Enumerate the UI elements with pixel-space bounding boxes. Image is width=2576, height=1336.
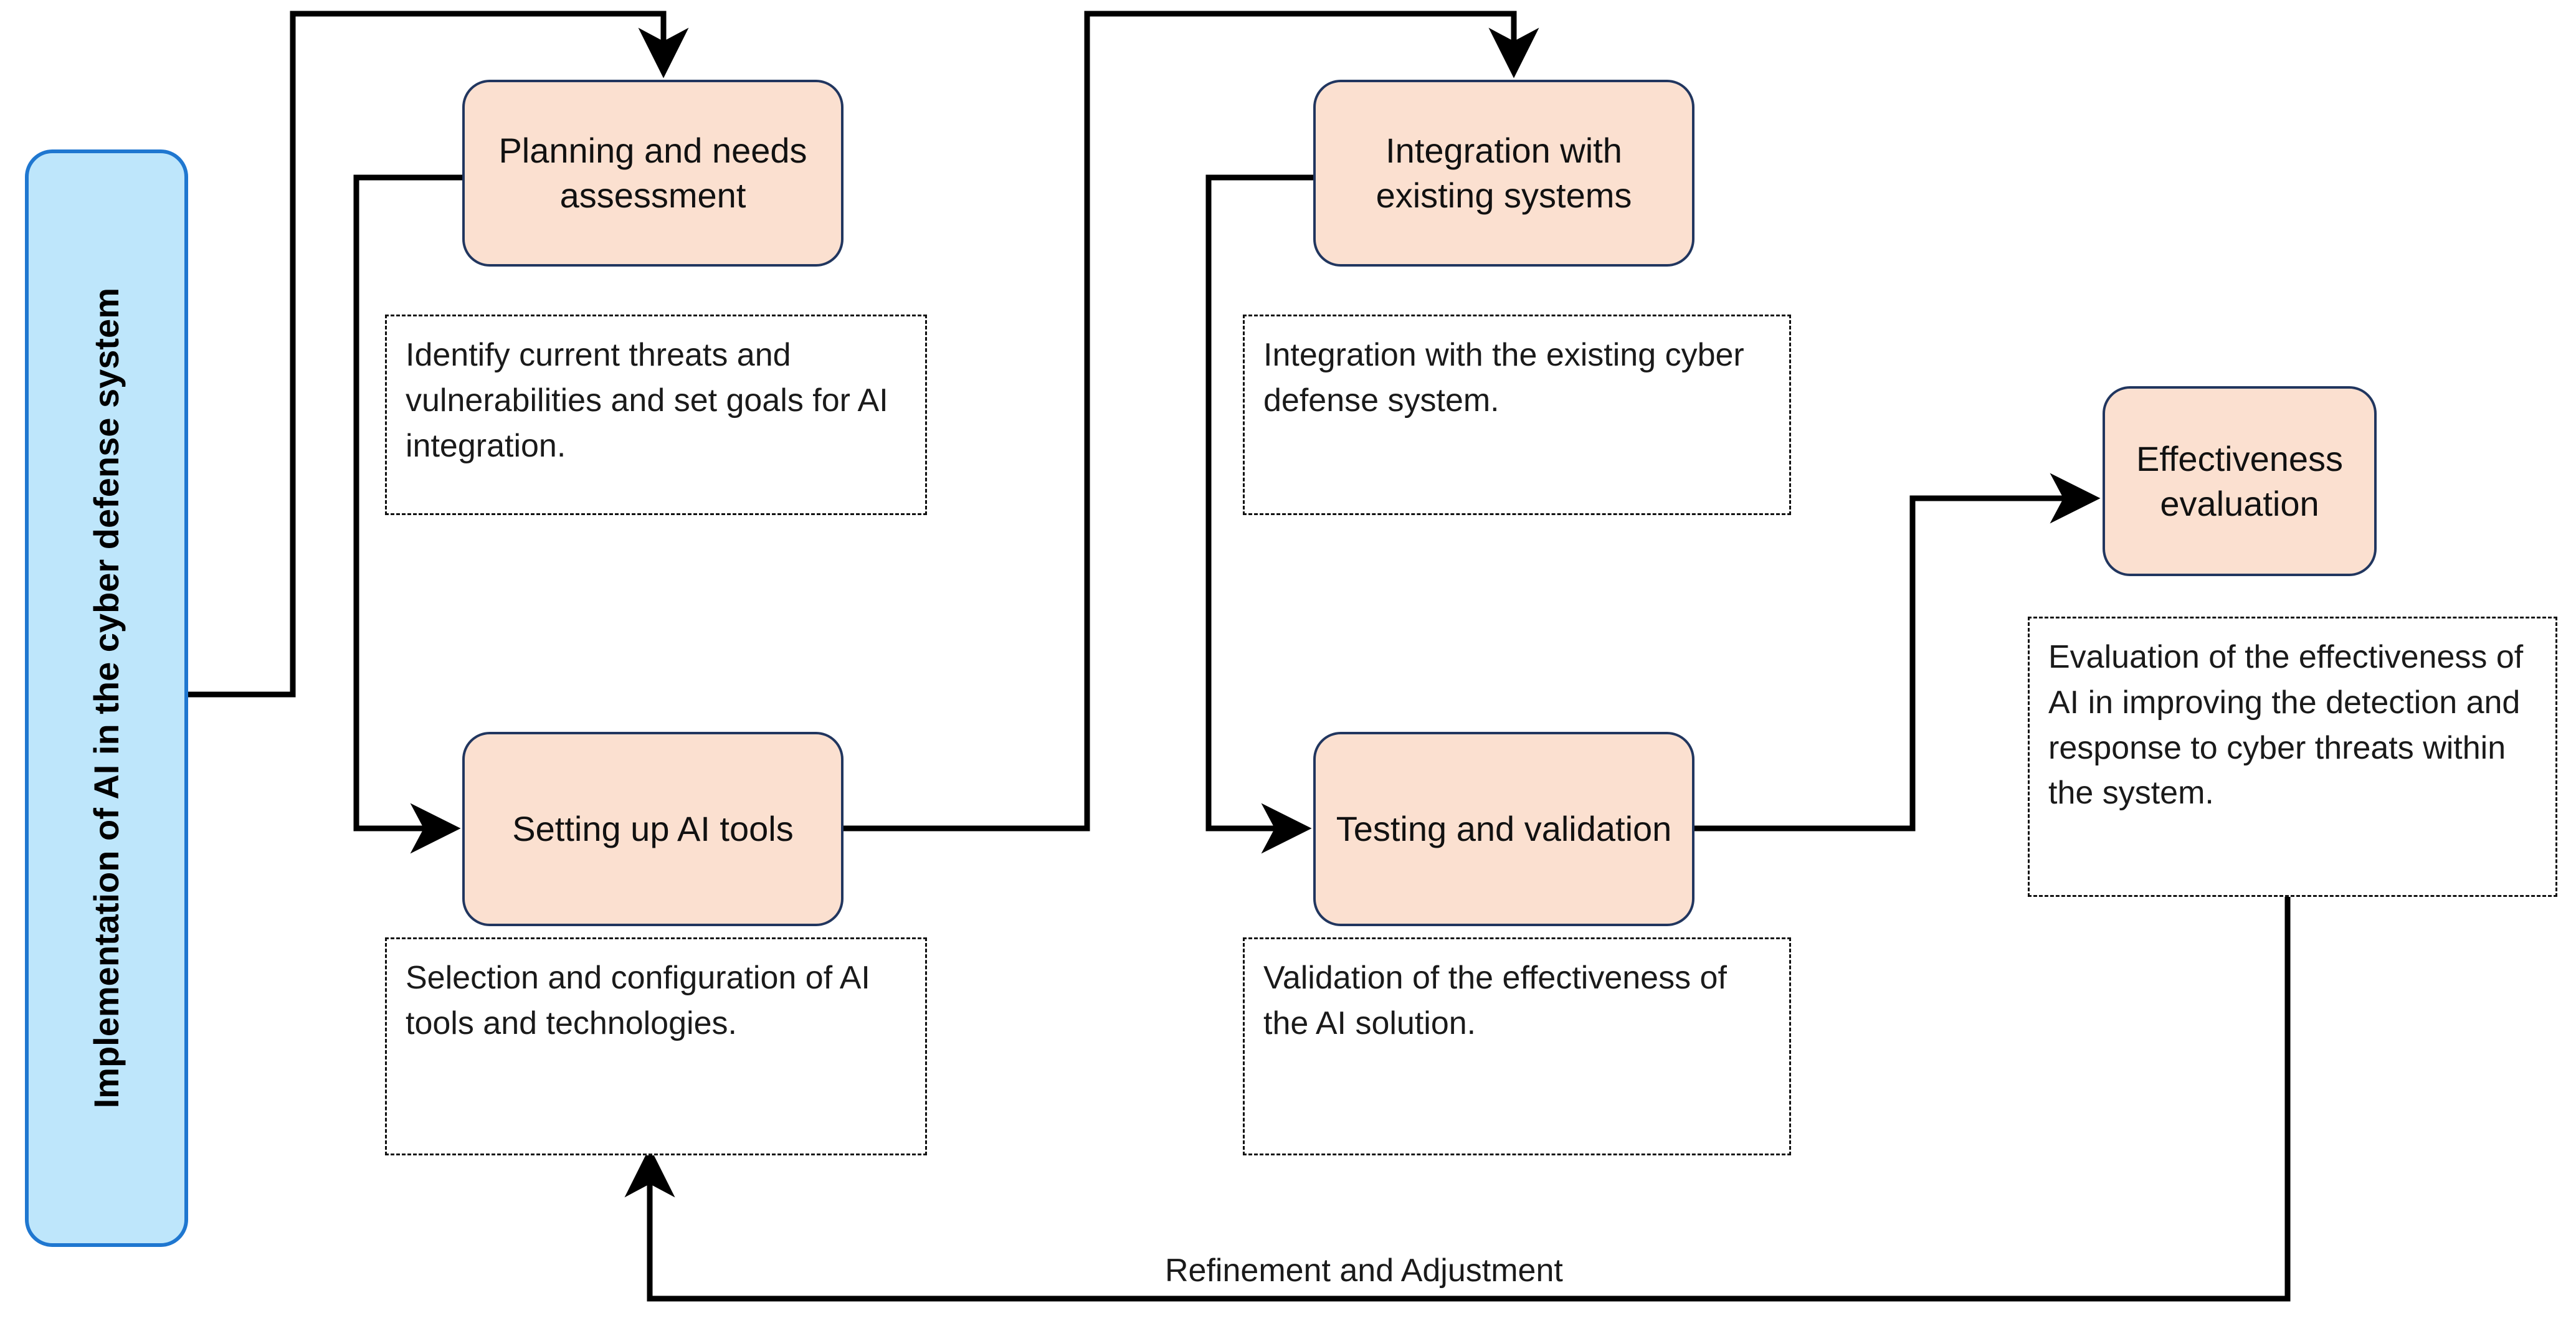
node-testing-label: Testing and validation	[1336, 809, 1672, 849]
note-integration-with-existing-systems: Integration with the existing cyber defe…	[1243, 315, 1791, 515]
node-evaluation-label: Effectiveness evaluation	[2136, 438, 2344, 523]
note-setup-text: Selection and configuration of AI tools …	[406, 960, 870, 1041]
node-testing-and-validation[interactable]: Testing and validation	[1313, 732, 1694, 926]
banner-label: Implementation of AI in the cyber defens…	[86, 288, 126, 1109]
node-integration-with-existing-systems[interactable]: Integration with existing systems	[1313, 80, 1694, 267]
note-testing-text: Validation of the effectiveness of the A…	[1263, 960, 1727, 1041]
banner-implementation-of-ai: Implementation of AI in the cyber defens…	[25, 149, 188, 1247]
note-integration-text: Integration with the existing cyber defe…	[1263, 337, 1744, 419]
loop-label-text: Refinement and Adjustment	[1165, 1253, 1563, 1289]
node-integration-label: Integration with existing systems	[1376, 131, 1632, 215]
note-evaluation-text: Evaluation of the effectiveness of AI in…	[2048, 639, 2524, 812]
node-setting-up-ai-tools[interactable]: Setting up AI tools	[462, 732, 844, 926]
note-planning-text: Identify current threats and vulnerabili…	[406, 337, 888, 464]
note-planning-and-needs-assessment: Identify current threats and vulnerabili…	[385, 315, 927, 515]
note-effectiveness-evaluation: Evaluation of the effectiveness of AI in…	[2028, 617, 2557, 897]
note-setting-up-ai-tools: Selection and configuration of AI tools …	[385, 937, 927, 1155]
node-effectiveness-evaluation[interactable]: Effectiveness evaluation	[2103, 386, 2377, 576]
note-testing-and-validation: Validation of the effectiveness of the A…	[1243, 937, 1791, 1155]
node-setup-label: Setting up AI tools	[512, 809, 794, 849]
node-planning-label: Planning and needs assessment	[498, 131, 807, 215]
node-planning-and-needs-assessment[interactable]: Planning and needs assessment	[462, 80, 844, 267]
edge-label-refinement-and-adjustment: Refinement and Adjustment	[1165, 1252, 1563, 1289]
